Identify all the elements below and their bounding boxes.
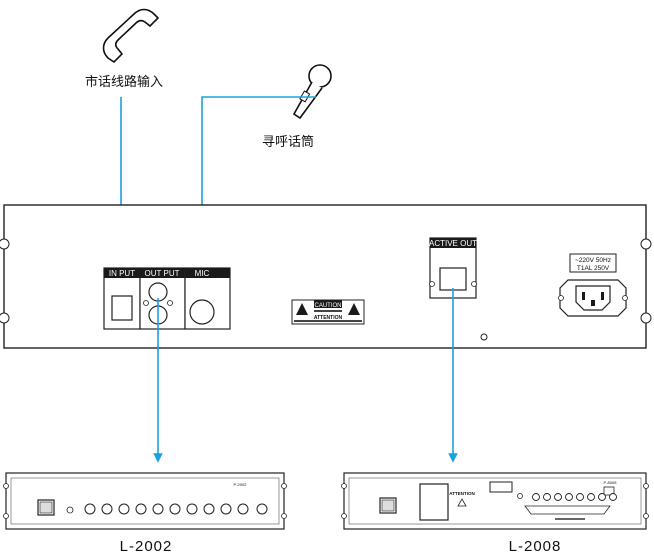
device-l2002: P-2002 [3, 472, 287, 530]
caution-title: CAUTION [315, 303, 342, 309]
l2002-badge: P-2002 [234, 482, 248, 487]
input-port-section: IN PUT [103, 267, 141, 330]
input-tag: IN PUT [109, 269, 135, 278]
l2008-knobs [517, 493, 617, 520]
l2002-model-label: L-2002 [120, 538, 173, 555]
l2008-model-label: L-2008 [509, 538, 562, 555]
phone-input-label: 市话线路输入 [85, 74, 163, 90]
power-rating-line2: T1AL 250V [577, 265, 610, 272]
rear-panel: IN PUT OUT PUT MIC CAUTION [0, 204, 652, 349]
output-port-section: OUT PUT [139, 267, 186, 330]
device-l2008: ATTENTION P-8008 [341, 472, 649, 530]
telephone-icon [102, 8, 160, 64]
active-out-section: ACTIVE OUT [429, 237, 477, 299]
paging-mic-label: 寻呼话筒 [262, 134, 314, 150]
active-out-tag: ACTIVE OUT [429, 239, 477, 248]
l2008-attention: ATTENTION [449, 491, 474, 496]
output-tag: OUT PUT [145, 269, 180, 278]
caution-label: CAUTION ATTENTION [291, 299, 365, 325]
power-inlet: ~220V 50Hz T1AL 250V [558, 253, 628, 317]
power-rating-line1: ~220V 50Hz [575, 257, 611, 264]
microphone-icon [292, 64, 332, 120]
l2002-knobs [66, 503, 268, 515]
mic-tag: MIC [195, 269, 210, 278]
attention-title: ATTENTION [314, 315, 343, 321]
l2008-badge: P-8008 [604, 480, 618, 485]
mic-port-section: MIC [184, 267, 231, 330]
